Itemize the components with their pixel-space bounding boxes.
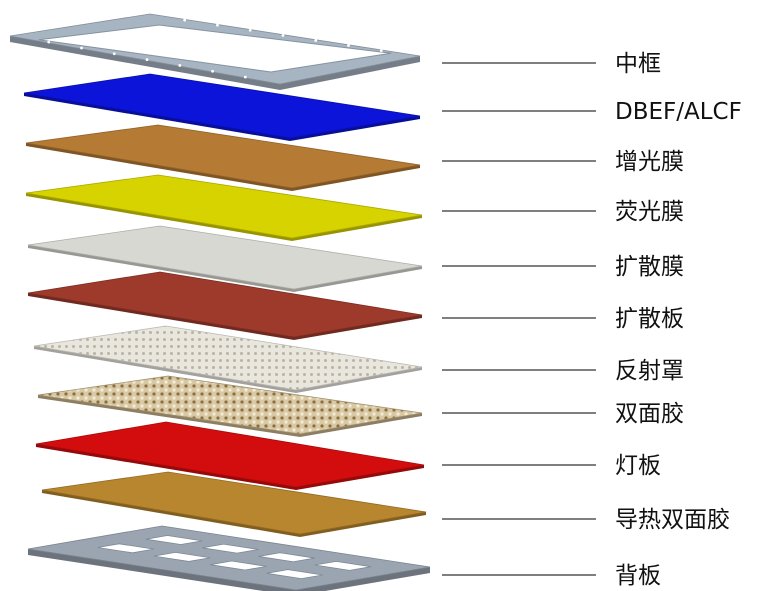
layer-2-sheet: [23, 73, 421, 141]
frame-rivet: [243, 75, 247, 79]
frame-rivet: [379, 49, 383, 53]
frame-rivet: [216, 23, 219, 27]
layer-9-sheet: [35, 421, 425, 490]
layer-10-label: 导热双面胶: [615, 507, 730, 533]
frame-rivet: [178, 64, 182, 67]
backplate-slot: [153, 552, 211, 562]
layer-4-label: 荧光膜: [615, 199, 684, 225]
frame-rivet: [211, 69, 214, 73]
layer-7-sheet: [33, 325, 423, 393]
layer-3-label: 增光膜: [615, 149, 684, 175]
layer-3-surface: [25, 124, 421, 189]
layer-11-sheet: [27, 525, 431, 591]
layer-11-label: 背板: [615, 563, 661, 589]
backplate-slot: [145, 535, 203, 545]
frame-rivet: [112, 52, 116, 56]
layer-6-surface: [27, 271, 423, 338]
frame-rivet: [183, 18, 187, 22]
layer-6-label: 扩散板: [615, 306, 684, 332]
frame-rivet: [281, 33, 285, 37]
frame-opening: [38, 24, 392, 73]
layer-9-label: 灯板: [615, 453, 661, 479]
frame-rivet: [347, 44, 350, 47]
layer-9-surface: [35, 421, 425, 488]
layer-5-label: 扩散膜: [615, 254, 684, 280]
layer-1-sheet: [9, 13, 421, 90]
backplate-slot: [258, 552, 315, 563]
layer-4-sheet: [25, 174, 423, 241]
layer-5-sheet: [27, 225, 423, 292]
layer-8-label: 双面胶: [615, 401, 684, 427]
frame-rivet: [145, 58, 149, 62]
leader-lines: [442, 62, 596, 576]
layer-1-label: 中框: [615, 51, 661, 77]
layer-3-sheet: [25, 124, 421, 191]
frame-rivet: [314, 39, 318, 42]
layer-7-surface: [33, 325, 423, 391]
layer-stack: [9, 13, 431, 591]
backplate-slot: [314, 560, 372, 571]
layer-10-sheet: [41, 471, 427, 537]
layer-7-label: 反射罩: [615, 358, 684, 384]
frame-rivet: [47, 40, 51, 44]
layer-8-surface: [37, 375, 423, 435]
layer-8-sheet: [37, 375, 423, 437]
backplate-slot: [266, 569, 323, 580]
layer-2-surface: [23, 73, 421, 139]
layer-6-sheet: [27, 271, 423, 340]
layer-11-surface: [27, 525, 431, 591]
backplate-slot: [210, 560, 267, 571]
backplate-slot: [97, 543, 155, 554]
layer-4-surface: [25, 174, 423, 239]
frame-rivet: [248, 28, 252, 32]
layer-5-surface: [27, 225, 423, 290]
backplate-slot: [202, 543, 259, 554]
layer-10-surface: [41, 471, 427, 535]
frame-rivet: [80, 46, 83, 50]
layer-2-label: DBEF/ALCF: [615, 99, 742, 125]
layer-11-edge: [28, 549, 430, 591]
